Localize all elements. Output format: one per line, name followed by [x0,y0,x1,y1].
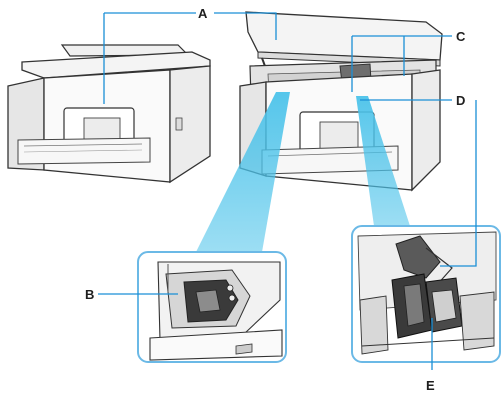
callout-e: E [426,378,435,393]
leader-line-c [351,35,452,92]
beam-to-print-head-closeup [196,92,290,252]
callout-c: C [456,29,466,44]
callout-a: A [198,6,208,21]
ink-cartridge-closeup [351,225,501,363]
printer-closed-illustration [7,44,211,184]
leader-line-a [103,12,277,104]
beam-to-cartridge-closeup [356,96,410,226]
callout-b: B [85,287,94,302]
leader-line-d [360,99,477,267]
print-head-holder-closeup [137,251,287,363]
callout-d: D [456,93,465,108]
